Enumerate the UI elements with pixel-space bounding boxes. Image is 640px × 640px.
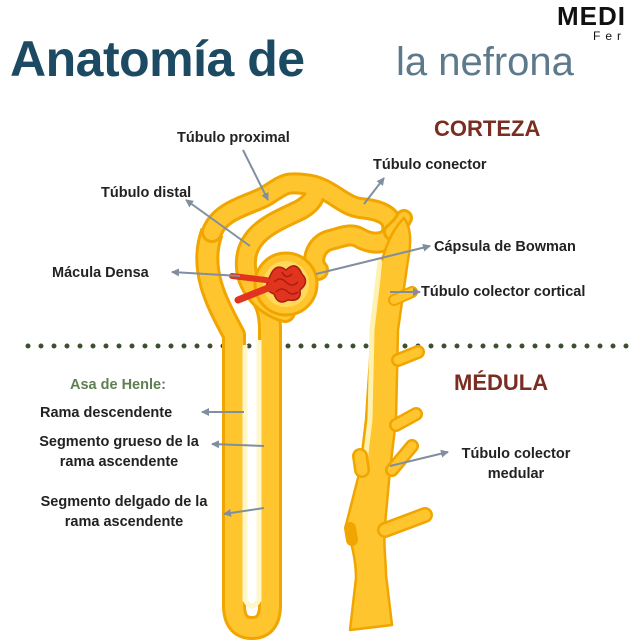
label-descending-limb: Rama descendente bbox=[40, 405, 173, 421]
label-thick-ascending: Segmento grueso de la rama ascendente bbox=[24, 432, 214, 472]
arrow-medullary-collector bbox=[389, 449, 449, 467]
region-cortex: CORTEZA bbox=[434, 116, 541, 141]
label-thick-ascending-line-1: Segmento grueso de la bbox=[39, 434, 199, 450]
arrow-proximal bbox=[242, 149, 269, 201]
label-macula-densa: Mácula Densa bbox=[52, 265, 149, 281]
arrow-thick-ascending bbox=[211, 440, 265, 449]
label-proximal-tubule: Túbulo proximal bbox=[177, 130, 290, 146]
label-bowman-capsule: Cápsula de Bowman bbox=[434, 239, 576, 255]
region-medulla: MÉDULA bbox=[454, 370, 549, 395]
label-medullary-collector-line-2: medular bbox=[487, 466, 545, 482]
arrow-thin-ascending bbox=[223, 507, 265, 517]
page-subtitle: la nefrona bbox=[396, 40, 574, 84]
logo-line-2: Fer bbox=[593, 29, 626, 43]
label-thick-ascending-line-2: rama ascendente bbox=[59, 454, 179, 470]
arrow-connector bbox=[363, 177, 385, 205]
label-medullary-collector-line-1: Túbulo colector bbox=[461, 446, 571, 462]
label-cortical-collector: Túbulo colector cortical bbox=[421, 284, 586, 300]
arrow-bowman bbox=[315, 243, 431, 275]
label-connector-tubule: Túbulo conector bbox=[373, 157, 487, 173]
collecting-duct bbox=[344, 216, 433, 632]
label-distal-tubule: Túbulo distal bbox=[101, 185, 192, 201]
label-thin-ascending: Segmento delgado de la rama ascendente bbox=[24, 492, 224, 532]
loop-of-henle-heading: Asa de Henle: bbox=[70, 377, 166, 393]
label-thin-ascending-line-1: Segmento delgado de la bbox=[40, 494, 208, 510]
label-thin-ascending-line-2: rama ascendente bbox=[64, 514, 184, 530]
leader-arrows bbox=[171, 149, 449, 517]
logo-line-1: MEDI bbox=[557, 1, 626, 31]
label-medullary-collector: Túbulo colector medular bbox=[446, 444, 586, 484]
arrow-distal bbox=[185, 199, 251, 247]
arrow-macula bbox=[171, 268, 241, 277]
medifer-logo: MEDI Fer bbox=[557, 2, 626, 42]
page-title: Anatomía de bbox=[10, 31, 305, 87]
